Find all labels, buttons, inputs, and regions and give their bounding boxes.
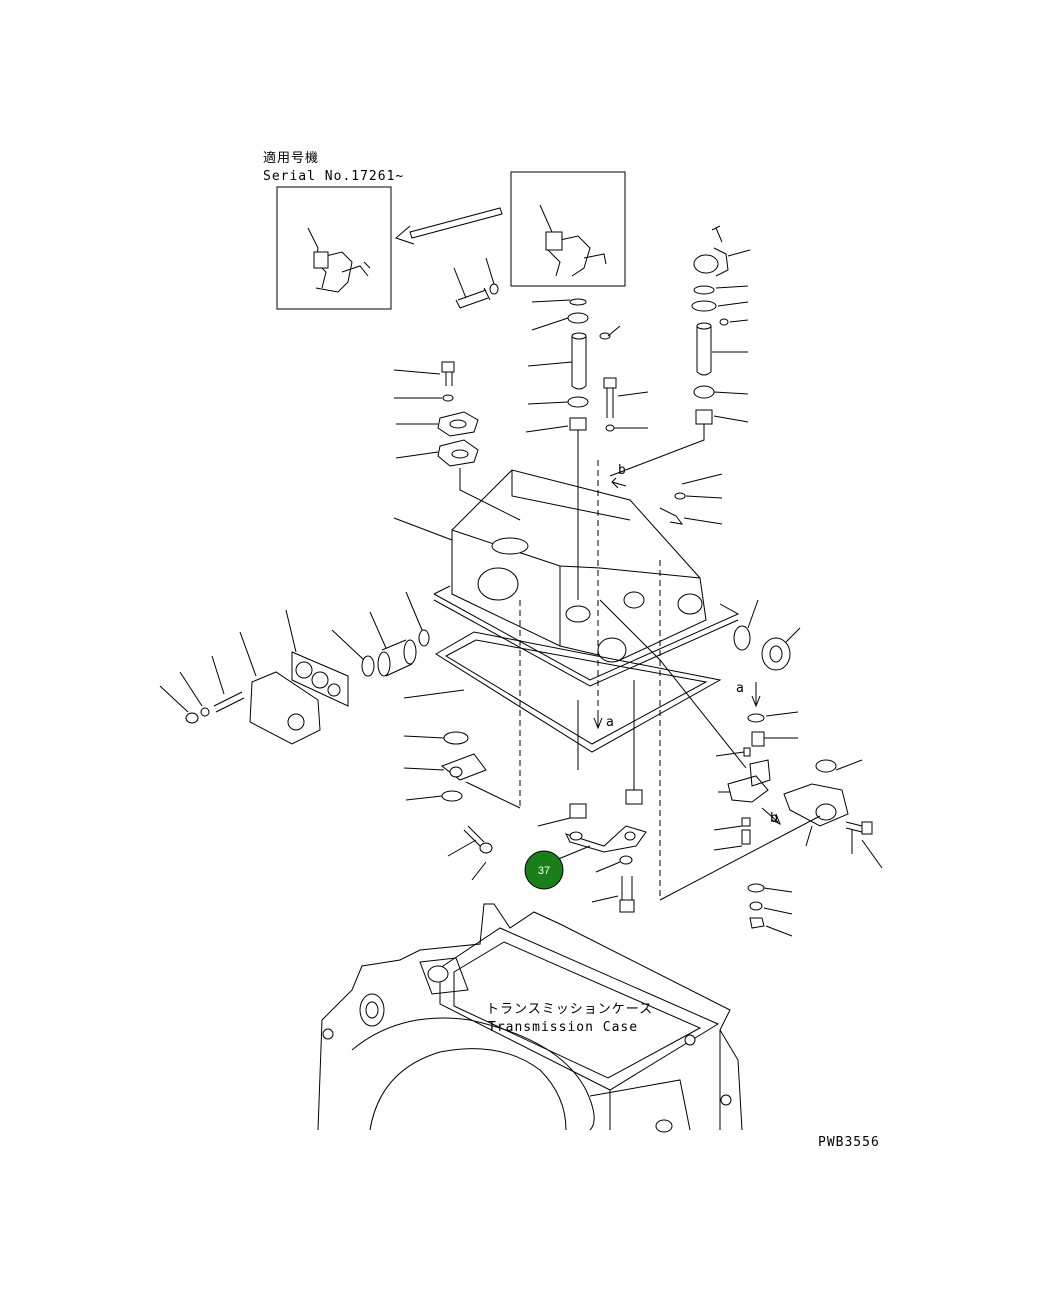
view-a-right: a	[736, 681, 745, 696]
inset-arrow	[395, 207, 503, 245]
serial-header-en: Serial No.17261~	[263, 169, 404, 184]
valve-body	[393, 469, 740, 687]
lever-left	[403, 731, 521, 881]
view-a-mid: a	[606, 715, 615, 730]
left-cover-assembly	[159, 591, 430, 745]
case-label-en: Transmission Case	[488, 1020, 638, 1035]
shaft-right	[609, 225, 751, 477]
bolt-center	[603, 377, 649, 432]
gasket	[403, 631, 722, 753]
plate-parts-left	[393, 361, 521, 521]
callout-37-label: 37	[538, 865, 550, 877]
case-label-jp: トランスミッションケース	[486, 1002, 653, 1017]
drawing-id: PWB3556	[818, 1135, 880, 1150]
parts-right-body	[659, 473, 801, 671]
bolt-top-left	[453, 257, 499, 309]
callout-37[interactable]: 37	[524, 845, 591, 890]
shaft-center	[525, 298, 621, 600]
transmission-case: トランスミッションケース Transmission Case	[317, 903, 743, 1133]
dashed-guides: a b	[519, 460, 661, 900]
inset-box-right	[510, 171, 626, 287]
inset-box-left	[276, 186, 392, 310]
serial-header-jp: 適用号機	[263, 150, 319, 166]
lever-right: a b	[599, 599, 883, 937]
bracket-center	[537, 680, 647, 913]
view-b-top: b	[618, 463, 627, 478]
